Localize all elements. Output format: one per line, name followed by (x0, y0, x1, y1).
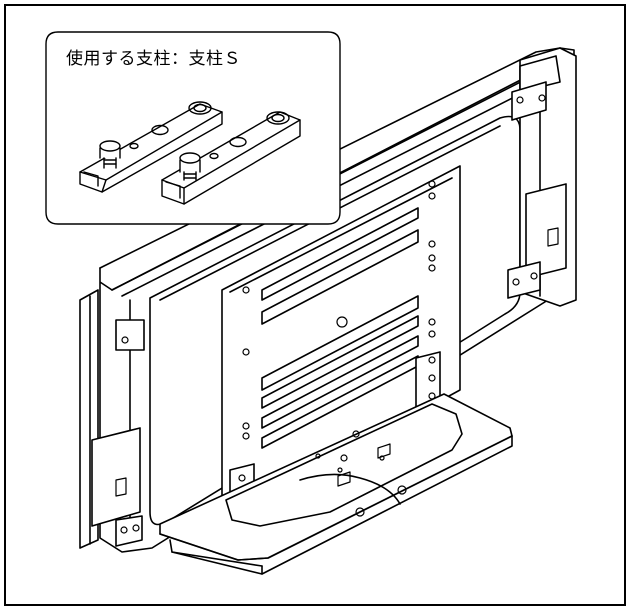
stand-post-s-left (79, 101, 223, 193)
stand-post-s-right (161, 111, 301, 205)
left-side-bracket (79, 289, 145, 549)
callout-label: 使用する支柱：支柱Ｓ (66, 49, 241, 69)
pedestal-base (159, 393, 513, 575)
mounting-plate (221, 165, 461, 521)
right-side-bracket (507, 47, 577, 307)
